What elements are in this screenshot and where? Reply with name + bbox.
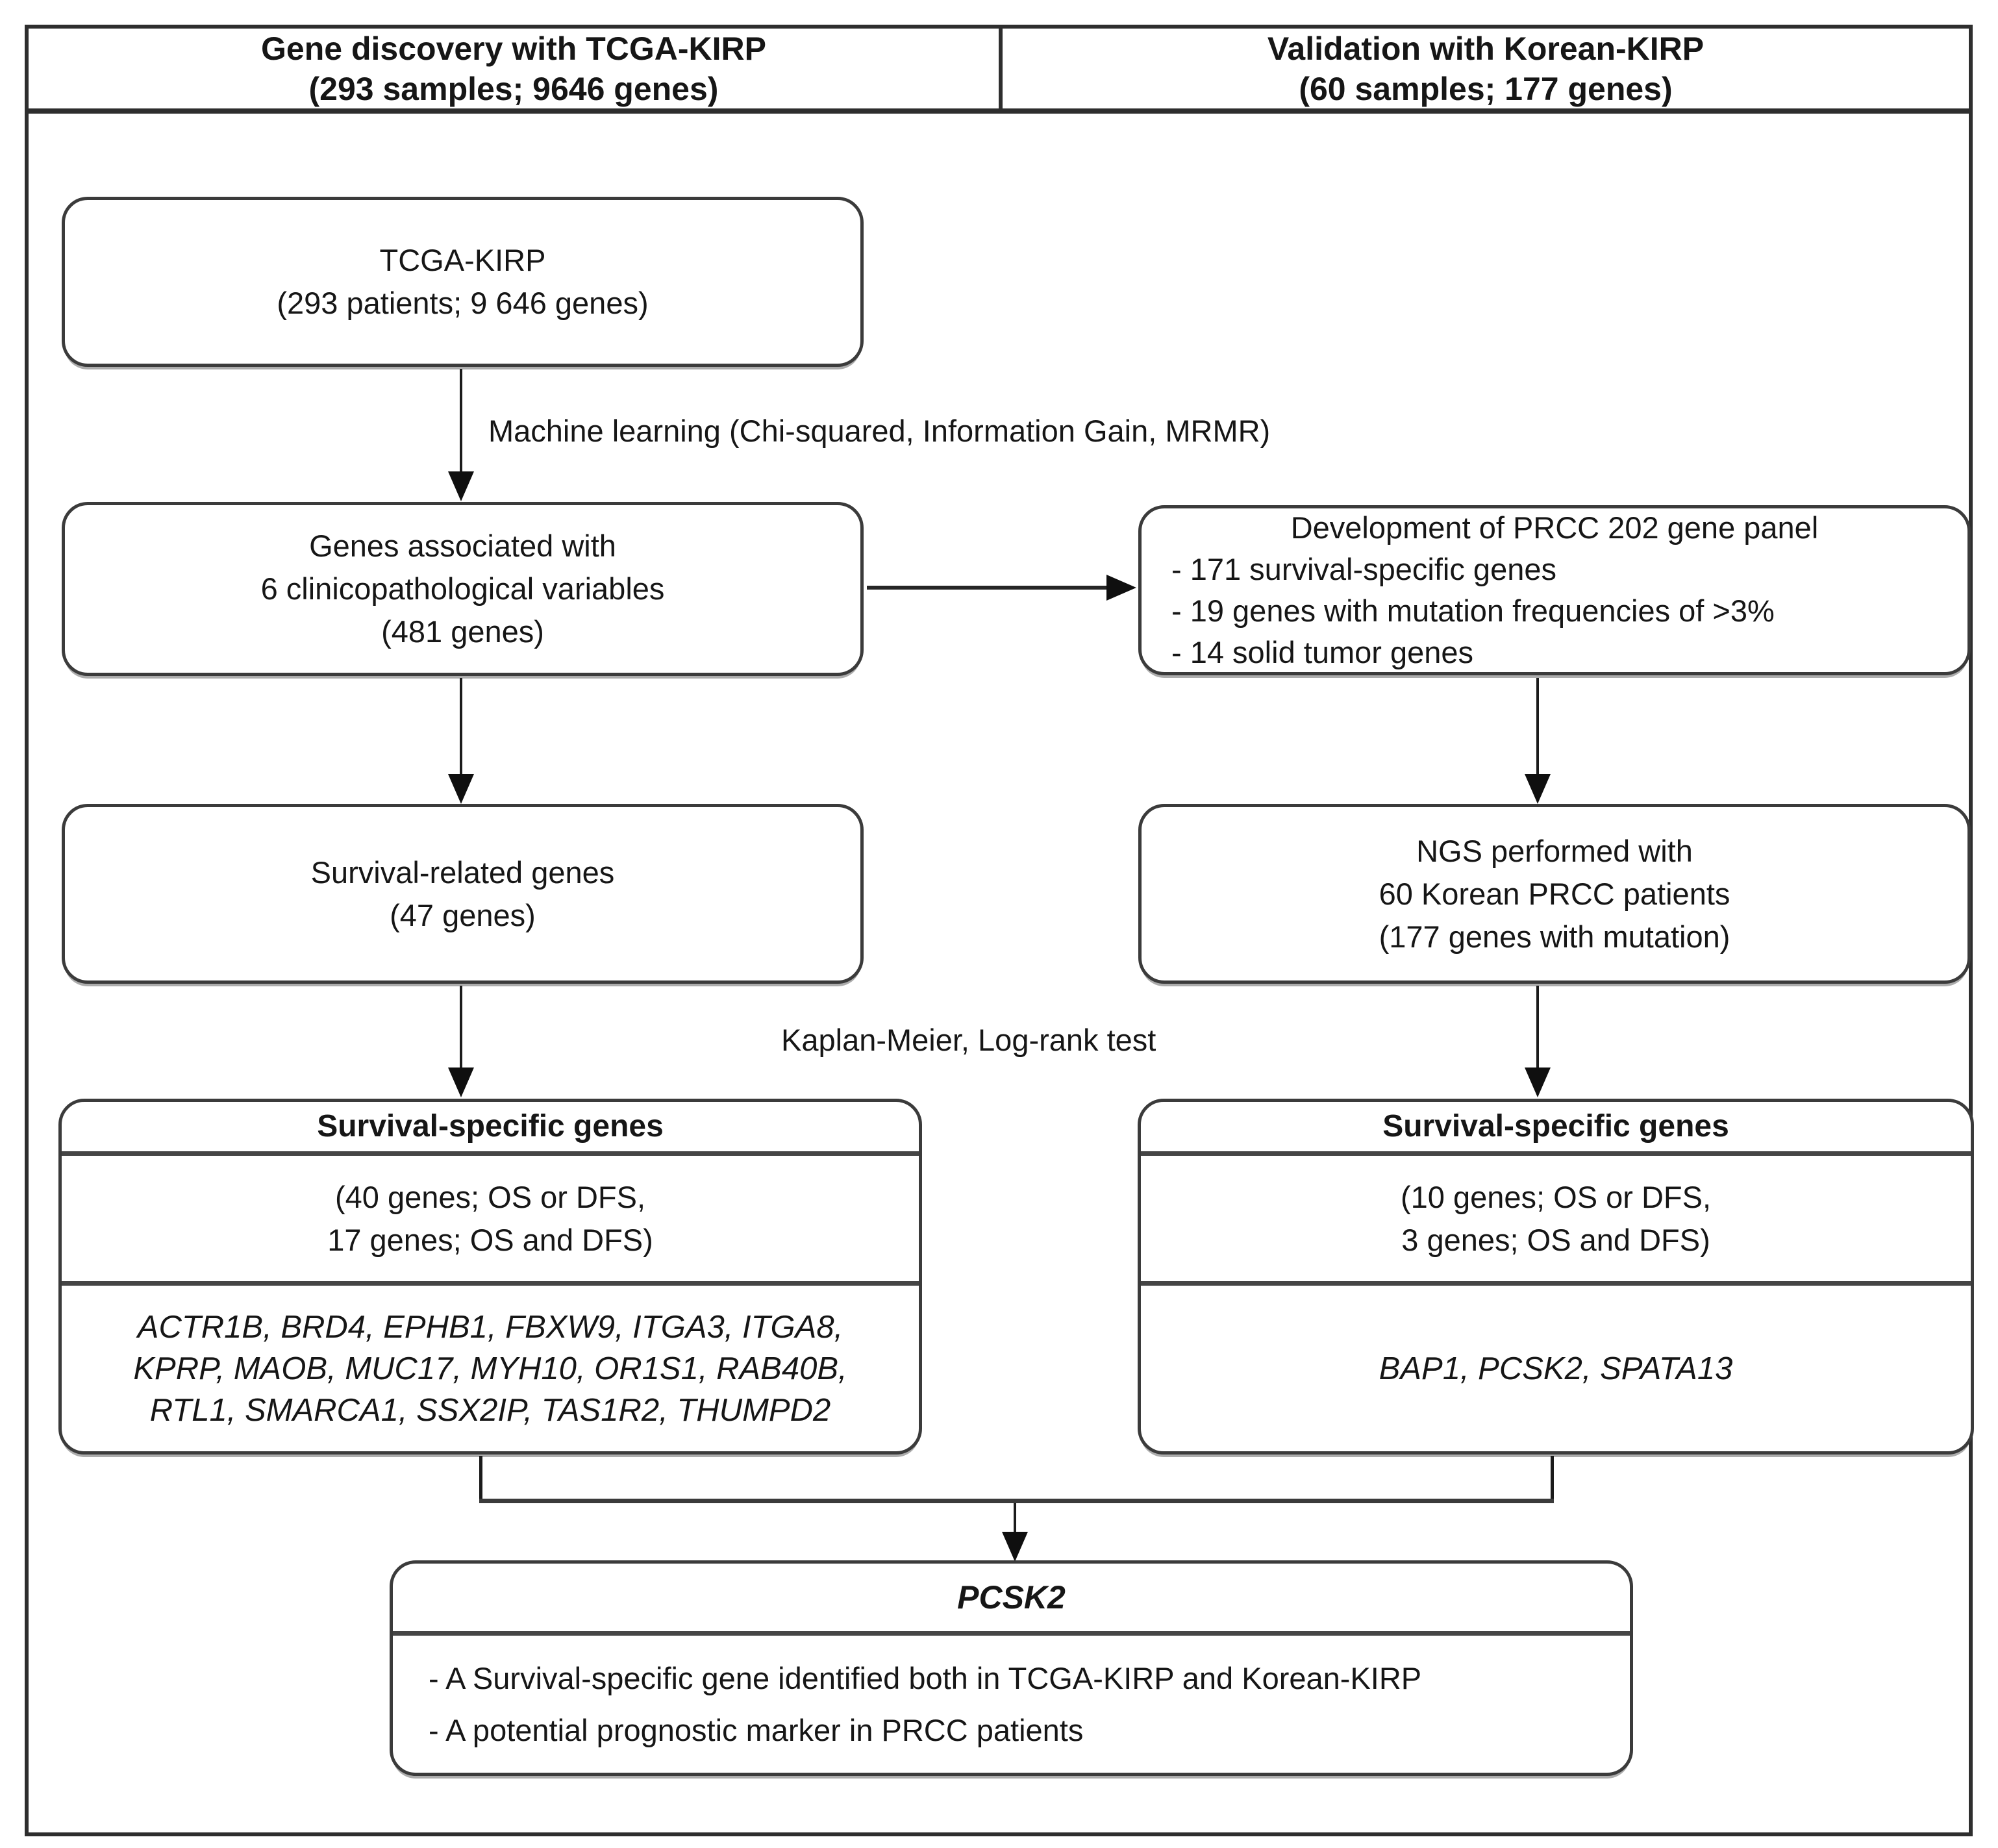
survival-specific-tcga-counts: (40 genes; OS or DFS, 17 genes; OS and D… <box>62 1151 919 1281</box>
tcga-genes-line1: ACTR1B, BRD4, EPHB1, FBXW9, ITGA3, ITGA8… <box>137 1309 843 1345</box>
genes-associated-line2: 6 clinicopathological variables <box>260 571 665 606</box>
korean-genes-line1: BAP1, PCSK2, SPATA13 <box>1379 1351 1733 1386</box>
header-cell-discovery: Gene discovery with TCGA-KIRP (293 sampl… <box>29 30 999 108</box>
arrow-associated-to-panel <box>867 575 1136 601</box>
panel-development-title: Development of PRCC 202 gene panel <box>1290 510 1819 545</box>
box-survival-specific-korean: Survival-specific genes (10 genes; OS or… <box>1138 1099 1974 1455</box>
pcsk2-findings: - A Survival-specific gene identified bo… <box>393 1631 1630 1773</box>
arrow-ngs-to-specific <box>1525 986 1551 1097</box>
box-panel-development: Development of PRCC 202 gene panel - 171… <box>1138 505 1971 675</box>
pcsk2-title: PCSK2 <box>957 1579 1066 1616</box>
header-bottom-rule <box>25 108 1973 114</box>
validation-header-subtitle: (60 samples; 177 genes) <box>1299 71 1673 107</box>
ngs-line3: (177 genes with mutation) <box>1379 919 1730 954</box>
korean-counts-line2: 3 genes; OS and DFS) <box>1401 1222 1710 1257</box>
ngs-line1: NGS performed with <box>1416 833 1693 868</box>
panel-bullet-survival-genes: - 171 survival-specific genes <box>1171 552 1556 586</box>
panel-bullet-solid-tumor-genes: - 14 solid tumor genes <box>1171 635 1474 669</box>
survival-specific-korean-title: Survival-specific genes <box>1382 1109 1729 1143</box>
discovery-header-title: Gene discovery with TCGA-KIRP <box>261 31 766 67</box>
genes-associated-line3: (481 genes) <box>381 614 544 649</box>
tcga-counts-line2: 17 genes; OS and DFS) <box>327 1222 653 1257</box>
survival-specific-tcga-gene-list: ACTR1B, BRD4, EPHB1, FBXW9, ITGA3, ITGA8… <box>62 1281 919 1451</box>
label-kaplan-meier: Kaplan-Meier, Log-rank test <box>781 1023 1156 1057</box>
arrow-survival-related-to-specific <box>448 986 474 1097</box>
arrow-panel-to-ngs <box>1525 678 1551 804</box>
box-survival-specific-tcga: Survival-specific genes (40 genes; OS or… <box>58 1099 922 1455</box>
discovery-header-subtitle: (293 samples; 9646 genes) <box>308 71 719 107</box>
pcsk2-bullet-marker: - A potential prognostic marker in PRCC … <box>429 1712 1084 1747</box>
label-machine-learning: Machine learning (Chi-squared, Informati… <box>488 414 1271 448</box>
survival-related-line1: Survival-related genes <box>310 855 615 890</box>
tcga-genes-line3: RTL1, SMARCA1, SSX2IP, TAS1R2, THUMPD2 <box>149 1392 831 1428</box>
arrow-tcga-to-associated <box>448 369 474 501</box>
ngs-line2: 60 Korean PRCC patients <box>1379 876 1730 911</box>
box-tcga-kirp: TCGA-KIRP (293 patients; 9 646 genes) <box>62 197 864 367</box>
survival-specific-korean-gene-list: BAP1, PCSK2, SPATA13 <box>1141 1281 1971 1451</box>
survival-related-line2: (47 genes) <box>390 897 536 932</box>
tcga-kirp-line1: TCGA-KIRP <box>379 243 546 277</box>
arrow-associated-to-survival-related <box>448 678 474 804</box>
header-cell-validation: Validation with Korean-KIRP (60 samples;… <box>1003 30 1969 108</box>
pcsk2-bullet-identified: - A Survival-specific gene identified bo… <box>429 1660 1422 1695</box>
survival-specific-tcga-title: Survival-specific genes <box>317 1109 664 1143</box>
box-ngs: NGS performed with 60 Korean PRCC patien… <box>1138 804 1971 984</box>
tcga-kirp-line2: (293 patients; 9 646 genes) <box>277 286 649 320</box>
panel-bullet-mutation-genes: - 19 genes with mutation frequencies of … <box>1171 593 1775 628</box>
box-survival-related: Survival-related genes (47 genes) <box>62 804 864 984</box>
validation-header-title: Validation with Korean-KIRP <box>1267 31 1705 67</box>
arrow-merge-to-pcsk2 <box>1002 1503 1028 1562</box>
survival-specific-korean-counts: (10 genes; OS or DFS, 3 genes; OS and DF… <box>1141 1151 1971 1281</box>
tcga-counts-line1: (40 genes; OS or DFS, <box>334 1179 646 1214</box>
box-genes-associated: Genes associated with 6 clinicopathologi… <box>62 502 864 676</box>
merge-stub-left <box>479 1456 482 1503</box>
merge-horizontal-line <box>479 1499 1554 1503</box>
korean-counts-line1: (10 genes; OS or DFS, <box>1400 1179 1712 1214</box>
header-divider-line <box>999 29 1003 110</box>
box-pcsk2-result: PCSK2 - A Survival-specific gene identif… <box>390 1560 1633 1776</box>
merge-stub-right <box>1551 1456 1554 1503</box>
genes-associated-line1: Genes associated with <box>309 529 616 563</box>
tcga-genes-line2: KPRP, MAOB, MUC17, MYH10, OR1S1, RAB40B, <box>133 1351 847 1386</box>
